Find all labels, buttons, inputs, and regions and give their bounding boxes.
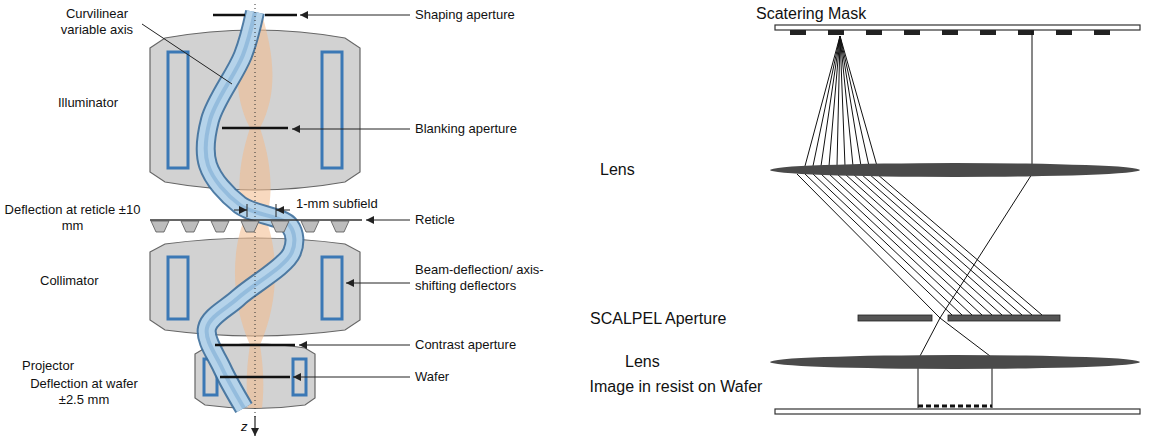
scatterer-block [866, 30, 882, 35]
part-label: Deflection at reticle ±10 mm [4, 202, 141, 233]
unscattered-ray [918, 368, 919, 408]
blocked-ray [845, 174, 1002, 315]
part-label: Blanking aperture [415, 121, 517, 137]
part-label: Curvilinear variable axis [52, 6, 142, 37]
part-label: Reticle [415, 212, 455, 228]
scattering-mask [775, 25, 1140, 30]
part-label: Scatering Mask [756, 4, 866, 23]
reticle-strut [151, 221, 169, 232]
scatterer-block [942, 30, 958, 35]
scalpel-aperture [948, 315, 1060, 321]
z-arrow [254, 416, 255, 436]
reticle-strut [181, 221, 199, 232]
leader-lines [142, 15, 410, 377]
scattered-ray [837, 36, 840, 166]
scatterer-block [1094, 30, 1110, 35]
reticle-strut [331, 221, 349, 232]
scalpel-aperture [858, 315, 932, 321]
part-label: Lens [625, 352, 660, 371]
electron-rays [797, 31, 1042, 408]
blocked-ray [877, 174, 1042, 315]
part-label: Wafer [415, 369, 449, 385]
scattered-ray [840, 36, 861, 166]
unscattered-ray [1032, 31, 1033, 166]
scattered-ray [829, 36, 840, 166]
part-label: Deflection at wafer ±2.5 mm [18, 376, 150, 407]
part-label: Beam-deflection/ axis-shifting deflector… [415, 262, 580, 293]
blocked-ray [821, 174, 972, 315]
reticle-strut [241, 221, 259, 232]
scattered-ray [821, 36, 840, 166]
scattered-ray [840, 36, 853, 166]
unscattered-ray [797, 174, 990, 356]
reticle-struts [151, 221, 349, 232]
scattered-ray [840, 36, 869, 166]
part-label: Shaping aperture [415, 7, 515, 23]
reticle-strut [211, 221, 229, 232]
part-label: z [241, 419, 248, 435]
reticle-strut [301, 221, 319, 232]
blocked-ray [805, 174, 952, 315]
scatterer-block [828, 30, 844, 35]
optical-axis [255, 4, 256, 418]
blocked-ray [853, 174, 1012, 315]
scattered-ray [805, 36, 840, 166]
mask-scatterers [790, 30, 1110, 35]
reticle-strut [271, 221, 289, 232]
scatterer-block [980, 30, 996, 35]
beam-core [206, 12, 295, 408]
blocked-ray [869, 174, 1032, 315]
part-label: Image in resist on Wafer [588, 377, 764, 396]
scattered-ray [813, 36, 840, 166]
part-label: Lens [600, 160, 635, 179]
beam-ribbon [206, 12, 295, 408]
wafer [775, 409, 1140, 414]
reticle-plate [150, 219, 362, 221]
blocked-ray [837, 174, 992, 315]
lens-2 [770, 355, 1140, 369]
unscattered-ray [992, 368, 993, 408]
blocked-ray [813, 174, 962, 315]
part-label: SCALPEL Aperture [590, 309, 726, 328]
part-label: Projector [22, 358, 74, 374]
blocked-ray [861, 174, 1022, 315]
part-label: Collimator [40, 273, 99, 289]
beam-outline [206, 12, 295, 408]
scattered-ray [840, 36, 877, 166]
unscattered-ray [920, 174, 1032, 356]
part-label: Illuminator [58, 95, 118, 111]
part-label: Contrast aperture [415, 337, 516, 353]
scatterer-block [1056, 30, 1072, 35]
scatterer-block [790, 30, 806, 35]
scatterer-block [904, 30, 920, 35]
part-label: 1-mm subfield [296, 196, 378, 212]
subfield-marks [234, 204, 290, 217]
resist-image [918, 405, 992, 408]
apertures [213, 15, 297, 377]
lens-1 [770, 163, 1140, 177]
beam-fill [206, 12, 295, 408]
